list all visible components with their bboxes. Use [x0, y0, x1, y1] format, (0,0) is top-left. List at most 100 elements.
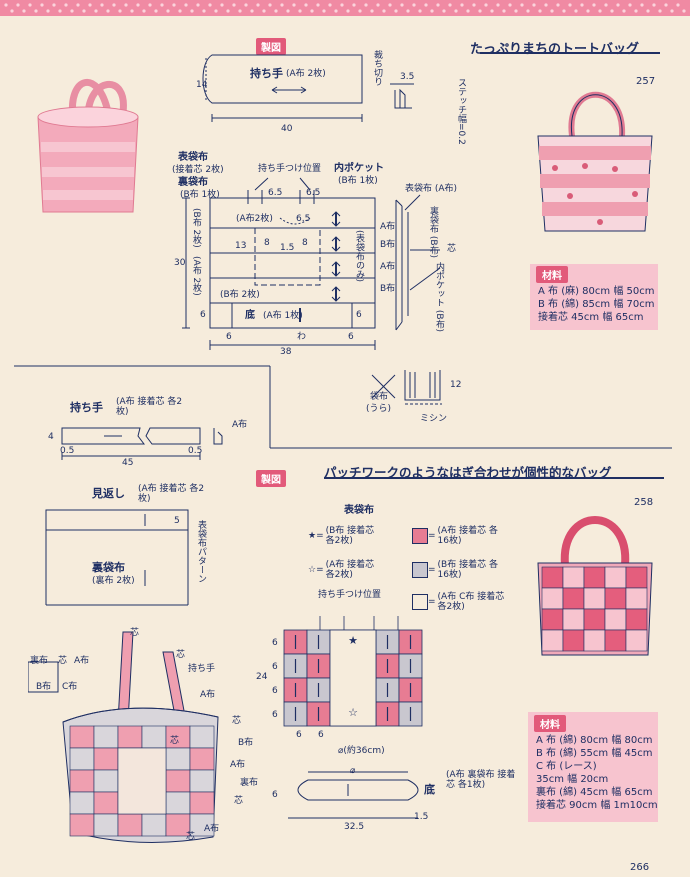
- header-dot: [616, 3, 620, 7]
- header-dot: [340, 3, 344, 7]
- photo-patch: [604, 629, 627, 652]
- legend-right-1: (A布 接着芯 各16枚): [437, 526, 498, 546]
- header-dot: [220, 3, 224, 7]
- illus-a: A布: [74, 656, 90, 666]
- handle-label-257: 持ち手: [250, 67, 283, 80]
- material-line: 接着芯 90cm 幅 1m10cm: [536, 800, 658, 811]
- photo-patch: [541, 566, 564, 589]
- photo-patch: [562, 629, 585, 652]
- pocket-note-257: (B布 1枚): [338, 176, 378, 186]
- dim-05a: 0.5: [60, 446, 75, 456]
- bag-cell: [141, 725, 167, 749]
- header-dot: [382, 9, 386, 13]
- header-dot: [328, 3, 332, 7]
- header-dot: [412, 3, 416, 7]
- bag-photo-258: [537, 516, 653, 656]
- header-dot: [268, 3, 272, 7]
- header-dot: [406, 9, 410, 13]
- illus-label-3: B布: [238, 738, 254, 748]
- lace-panel: [117, 747, 167, 815]
- header-dot: [352, 3, 356, 7]
- header-dot: [70, 9, 74, 13]
- header-dot: [202, 9, 206, 13]
- header-dot: [292, 3, 296, 7]
- header-dot: [10, 9, 14, 13]
- header-dot: [508, 3, 512, 7]
- header-dot: [436, 3, 440, 7]
- header-dot: [142, 9, 146, 13]
- dim-5: 5: [174, 516, 180, 526]
- tote-illustration-257a: [37, 78, 139, 213]
- bottom-label-257: 底: [245, 310, 255, 321]
- stitch-note: ステッチ幅=0.2: [456, 78, 466, 145]
- illus-handle: 持ち手: [188, 664, 216, 674]
- handle-position-258: 持ち手つけ位置: [318, 590, 382, 600]
- bag-cell: [69, 791, 95, 815]
- page-number: 266: [630, 862, 650, 873]
- header-dot: [232, 3, 236, 7]
- bag-cell: [189, 813, 215, 837]
- header-dot: [622, 9, 626, 13]
- bag-cell: [189, 747, 215, 771]
- header-dot: [82, 9, 86, 13]
- header-dot: [316, 3, 320, 7]
- wa-label: わ: [297, 332, 307, 342]
- header-dot: [334, 9, 338, 13]
- swatch-pink: [412, 528, 428, 544]
- header-dot: [556, 3, 560, 7]
- header-dot: [196, 3, 200, 7]
- bag-cell: [69, 747, 95, 771]
- header-dot: [640, 3, 644, 7]
- illus-label-6: 芯: [234, 796, 244, 806]
- facing-label: 見返し: [92, 487, 125, 500]
- header-dot: [226, 9, 230, 13]
- bag-cell: [189, 769, 215, 793]
- bag-cell: [165, 769, 191, 793]
- lining-note-258: (裏布 2枚): [92, 576, 135, 586]
- photo-patch: [604, 608, 627, 631]
- draft-badge-1: 製図: [256, 38, 286, 55]
- header-dot: [130, 9, 134, 13]
- photo-patch: [583, 587, 606, 610]
- photo-patch: [583, 608, 606, 631]
- handle-height-257: 14: [196, 80, 208, 90]
- bag-cell: [69, 769, 95, 793]
- illus-label-2: 芯: [170, 736, 180, 746]
- legend-star-filled: ★: [308, 531, 317, 541]
- illus-label-4: A布: [230, 760, 246, 770]
- bag-cell: [141, 813, 167, 837]
- header-dot: [238, 9, 242, 13]
- dim-6-left-1: 6: [272, 638, 278, 648]
- illus-label-9: 芯: [176, 650, 186, 660]
- side-lining-label: 裏袋布 (B布): [428, 206, 438, 259]
- header-dot: [502, 9, 506, 13]
- legend-row-1: ★= (B布 接着芯 各2枚): [308, 526, 382, 546]
- photo-patch: [604, 587, 627, 610]
- header-dot: [178, 9, 182, 13]
- header-dot: [172, 3, 176, 7]
- header-dot: [532, 3, 536, 7]
- header-dot: [46, 9, 50, 13]
- header-dot: [298, 9, 302, 13]
- header-dot: [214, 9, 218, 13]
- arrow-head: [331, 286, 341, 302]
- header-dot: [118, 9, 122, 13]
- header-dot: [658, 9, 662, 13]
- dim-6-left-2: 6: [272, 662, 278, 672]
- center-panel: [329, 629, 377, 727]
- dim-8b: 8: [302, 238, 308, 248]
- header-dot: [160, 3, 164, 7]
- b-left-note: (B布 2枚): [191, 208, 201, 248]
- photo-patch: [625, 608, 648, 631]
- bag-cell: [117, 725, 143, 749]
- handle-note-258: (A布 接着芯 各2枚): [116, 397, 183, 417]
- facing-note: (A布 接着芯 各2枚): [138, 484, 205, 504]
- patch-grid-258: ★☆: [283, 616, 423, 727]
- dim-15: 1.5: [280, 243, 295, 253]
- header-dot: [676, 3, 680, 7]
- illus-label-5: 裏布: [240, 778, 259, 788]
- bag-label: 袋布: [370, 392, 389, 402]
- photo-patch: [562, 566, 585, 589]
- header-dot: [634, 9, 638, 13]
- header-dot: [22, 9, 26, 13]
